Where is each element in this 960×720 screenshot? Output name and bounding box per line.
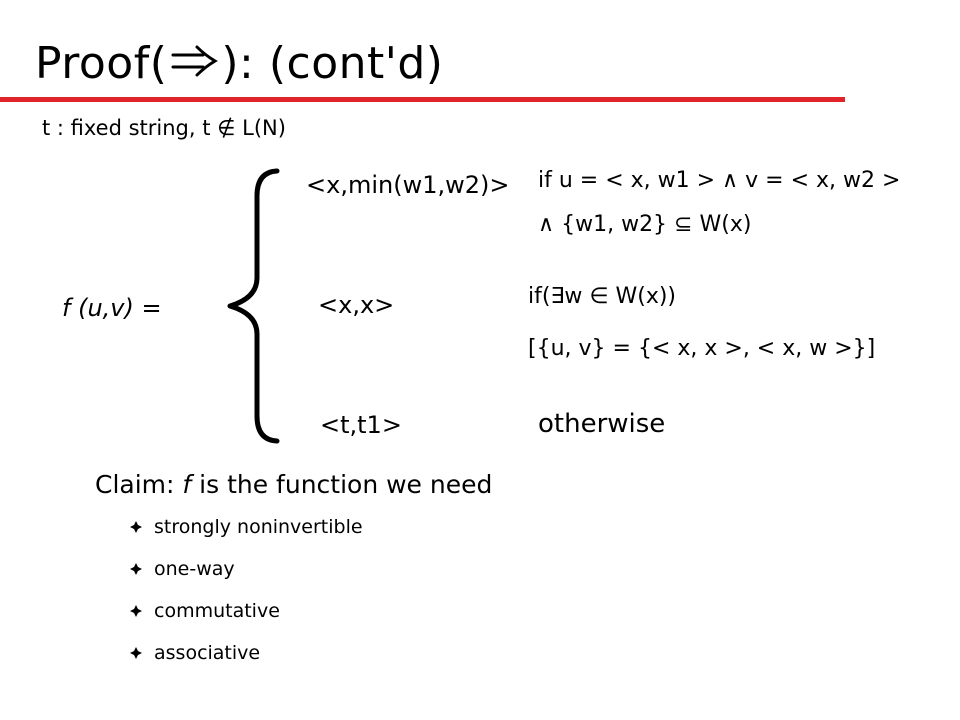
claim-f: f <box>182 470 192 499</box>
property-label: associative <box>154 642 261 664</box>
title-underline <box>0 97 845 102</box>
case-1-condition-line-1: if u = < x, w1 > ∧ v = < x, w2 > <box>538 168 901 193</box>
case-1-value: <x,min(w1,w2)> <box>306 171 510 199</box>
list-item: one-way <box>130 548 363 590</box>
diamond-bullet-icon <box>130 516 154 538</box>
list-item: strongly noninvertible <box>130 506 363 548</box>
claim-statement: Claim: f is the function we need <box>95 470 492 499</box>
diamond-bullet-icon <box>130 642 154 664</box>
case-2-condition-line-1: if(∃w ∈ W(x)) <box>528 284 677 309</box>
case-3-condition: otherwise <box>538 409 666 439</box>
property-label: commutative <box>154 600 280 622</box>
list-item: associative <box>130 632 363 674</box>
function-label: f (u,v) = <box>62 294 162 322</box>
case-3-value: <t,t1> <box>320 411 402 439</box>
case-1-condition-line-2: ∧ {w1, w2} ⊆ W(x) <box>538 212 752 237</box>
diamond-bullet-icon <box>130 558 154 580</box>
title-suffix: ): (cont'd) <box>221 38 444 89</box>
case-2-value: <x,x> <box>318 291 395 319</box>
given-t-label: t : fixed string, <box>42 116 196 140</box>
case-2-condition-line-2: [{u, v} = {< x, x >, < x, w >}] <box>528 336 876 361</box>
property-list: strongly noninvertible one-way commutati… <box>130 506 363 674</box>
implies-arrow-icon <box>169 41 219 92</box>
property-label: one-way <box>154 558 235 580</box>
piecewise-brace <box>222 166 282 450</box>
diamond-bullet-icon <box>130 600 154 622</box>
given-t-not-in: t ∉ L(N) <box>202 116 286 140</box>
list-item: commutative <box>130 590 363 632</box>
slide-title: Proof( ): (cont'd) <box>35 38 443 92</box>
claim-suffix: is the function we need <box>191 470 493 499</box>
title-prefix: Proof( <box>35 38 168 89</box>
claim-prefix: Claim: <box>95 470 183 499</box>
property-label: strongly noninvertible <box>154 516 363 538</box>
given-statement: t : fixed string, t ∉ L(N) <box>42 116 286 140</box>
